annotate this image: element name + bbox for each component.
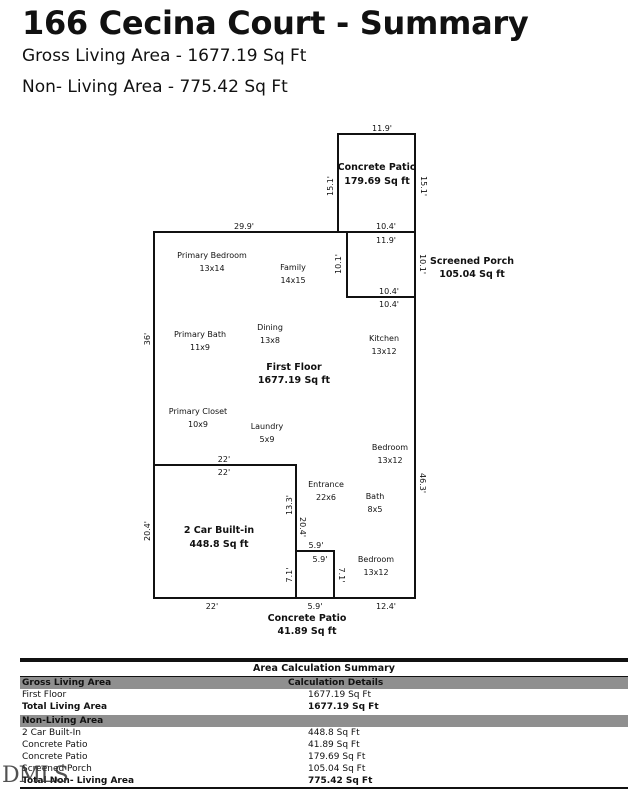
table-row: Concrete Patio 179.69 Sq Ft xyxy=(20,751,628,763)
table-bottom-rule xyxy=(20,787,628,789)
non-living-header: Non-Living Area xyxy=(22,716,104,726)
dim-bedroom-bottom: 12.4' xyxy=(376,602,396,611)
dim-porch-left: 10.1' xyxy=(334,254,343,274)
room-primary-bath: Primary Bath xyxy=(174,330,226,339)
room-bath-size: 8x5 xyxy=(368,505,383,514)
room-bedroom-size: 13x12 xyxy=(377,456,402,465)
garage-outline xyxy=(153,464,297,599)
row-label: Screened Porch xyxy=(22,764,92,774)
dim-porch-top: 11.9' xyxy=(376,236,396,245)
room-family-size: 14x15 xyxy=(280,276,305,285)
dim-house-right: 46.3' xyxy=(418,473,427,493)
room-bedroom-2-size: 13x12 xyxy=(363,568,388,577)
room-entrance: Entrance xyxy=(308,480,344,489)
table-row: First Floor 1677.19 Sq Ft xyxy=(20,689,628,701)
room-entrance-size: 22x6 xyxy=(316,493,336,502)
dim-small-patio-top-inner: 5.9' xyxy=(313,555,328,564)
row-label: First Floor xyxy=(22,690,67,700)
room-kitchen-size: 13x12 xyxy=(371,347,396,356)
row-label: 2 Car Built-In xyxy=(22,728,81,738)
room-bath: Bath xyxy=(366,492,385,501)
room-family: Family xyxy=(280,263,306,272)
row-value: 775.42 Sq Ft xyxy=(308,776,373,786)
row-label: Total Non- Living Area xyxy=(22,776,135,786)
area-screened-porch: Screened Porch xyxy=(430,256,514,267)
row-value: 1677.19 Sq Ft xyxy=(308,702,379,712)
room-bedroom-2: Bedroom xyxy=(358,555,394,564)
room-dining: Dining xyxy=(257,323,283,332)
table-row: 2 Car Built-In 448.8 Sq Ft xyxy=(20,727,628,739)
dim-porch-below: 10.4' xyxy=(379,300,399,309)
room-laundry: Laundry xyxy=(251,422,284,431)
dim-house-left: 36' xyxy=(143,333,152,345)
area-small-patio: Concrete Patio xyxy=(268,613,347,624)
screened-porch-outline xyxy=(346,231,416,298)
dim-patio-right: 15.1' xyxy=(419,176,428,196)
watermark-logo: DMLS xyxy=(2,763,69,788)
dim-garage-bottom: 22' xyxy=(206,602,218,611)
area-first-floor-sqft: 1677.19 Sq ft xyxy=(258,375,331,386)
room-primary-closet: Primary Closet xyxy=(169,407,227,416)
area-garage: 2 Car Built-in xyxy=(184,525,255,536)
room-bedroom: Bedroom xyxy=(372,443,408,452)
row-label: Concrete Patio xyxy=(22,752,88,762)
living-header: Gross Living Area xyxy=(22,678,112,688)
table-row: Total Living Area 1677.19 Sq Ft xyxy=(20,701,628,713)
room-primary-bath-size: 11x9 xyxy=(190,343,210,352)
area-screened-porch-sqft: 105.04 Sq ft xyxy=(439,269,505,280)
table-row: Total Non- Living Area 775.42 Sq Ft xyxy=(20,775,628,787)
dim-porch-right: 10.1' xyxy=(418,254,427,274)
non-living-area-line: Non- Living Area - 775.42 Sq Ft xyxy=(22,77,288,97)
details-header: Calculation Details xyxy=(288,678,384,688)
area-summary-table: Area Calculation Summary Gross Living Ar… xyxy=(20,658,628,789)
room-primary-closet-size: 10x9 xyxy=(188,420,208,429)
dim-small-patio-left: 7.1' xyxy=(285,568,294,583)
floor-plan-walls xyxy=(153,133,416,599)
area-top-patio: Concrete Patio xyxy=(338,162,417,173)
gross-living-area-line: Gross Living Area - 1677.19 Sq Ft xyxy=(22,46,307,66)
area-small-patio-sqft: 41.89 Sq ft xyxy=(278,626,337,637)
row-value: 105.04 Sq Ft xyxy=(308,764,366,774)
table-top-rule xyxy=(20,658,628,662)
row-value: 448.8 Sq Ft xyxy=(308,728,360,738)
table-row: Concrete Patio 41.89 Sq Ft xyxy=(20,739,628,751)
dim-porch-bottom: 10.4' xyxy=(379,287,399,296)
dim-patio-bottom: 10.4' xyxy=(376,222,396,231)
table-caption: Area Calculation Summary xyxy=(20,662,628,677)
dim-garage-right-inner: 20.4' xyxy=(298,517,307,537)
living-header-row: Gross Living Area Calculation Details xyxy=(20,677,628,689)
area-garage-sqft: 448.8 Sq ft xyxy=(190,539,249,550)
dim-garage-left: 20.4' xyxy=(143,521,152,541)
dim-garage-right: 13.3' xyxy=(285,495,294,515)
area-top-patio-sqft: 179.69 Sq ft xyxy=(344,176,410,187)
table-row: Screened Porch 105.04 Sq Ft xyxy=(20,763,628,775)
dim-house-top: 29.9' xyxy=(234,222,254,231)
room-primary-bedroom-size: 13x14 xyxy=(199,264,224,273)
dim-garage-top-inner: 22' xyxy=(218,468,230,477)
row-label: Concrete Patio xyxy=(22,740,88,750)
row-label: Total Living Area xyxy=(22,702,108,712)
row-value: 1677.19 Sq Ft xyxy=(308,690,372,700)
dim-patio-left: 15.1' xyxy=(326,176,335,196)
row-value: 179.69 Sq Ft xyxy=(308,752,366,762)
room-laundry-size: 5x9 xyxy=(260,435,275,444)
room-kitchen: Kitchen xyxy=(369,334,399,343)
dim-small-patio-bottom: 5.9' xyxy=(308,602,323,611)
area-first-floor: First Floor xyxy=(266,362,322,373)
floor-plan: 11.9' 15.1' 15.1' 10.4' 29.9' 11.9' 10.1… xyxy=(143,124,514,637)
dim-patio-top: 11.9' xyxy=(372,124,392,133)
page-title: 166 Cecina Court - Summary xyxy=(22,4,529,42)
non-living-header-row: Non-Living Area xyxy=(20,715,628,727)
dim-garage-top-outer: 22' xyxy=(218,455,230,464)
dim-small-patio-top-outer: 5.9' xyxy=(309,541,324,550)
room-dining-size: 13x8 xyxy=(260,336,280,345)
dim-small-patio-right: 7.1' xyxy=(337,568,346,583)
row-value: 41.89 Sq Ft xyxy=(308,740,360,750)
room-primary-bedroom: Primary Bedroom xyxy=(177,251,247,260)
small-patio-outline xyxy=(295,550,335,599)
